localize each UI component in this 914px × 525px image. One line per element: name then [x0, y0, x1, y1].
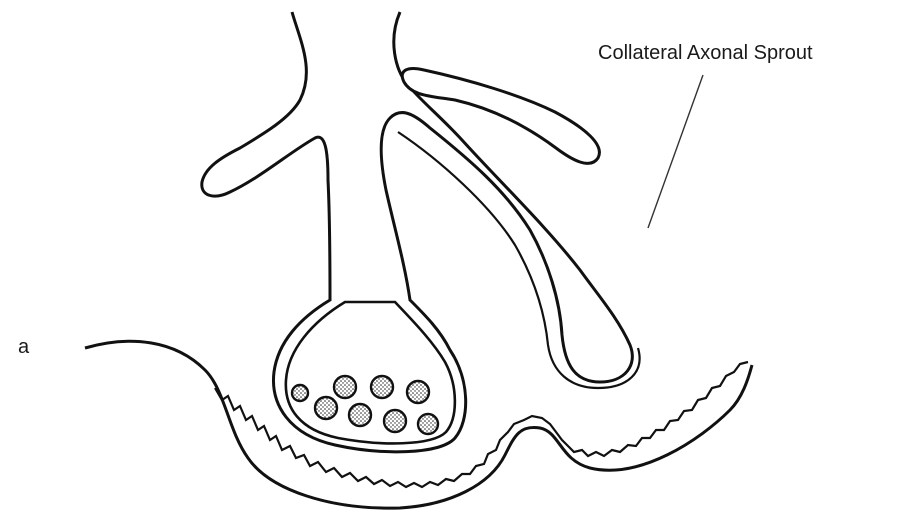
vesicle: [315, 397, 337, 419]
vesicle: [371, 376, 393, 398]
vesicle: [407, 381, 429, 403]
vesicle: [418, 414, 438, 434]
label-leader-line: [648, 75, 703, 228]
collateral-axonal-sprout-label: Collateral Axonal Sprout: [598, 42, 813, 65]
vesicle: [384, 410, 406, 432]
vesicle: [349, 404, 371, 426]
panel-letter: a: [18, 336, 29, 359]
vesicle: [292, 385, 308, 401]
collateral-sprout: [402, 69, 599, 164]
vesicle: [334, 376, 356, 398]
